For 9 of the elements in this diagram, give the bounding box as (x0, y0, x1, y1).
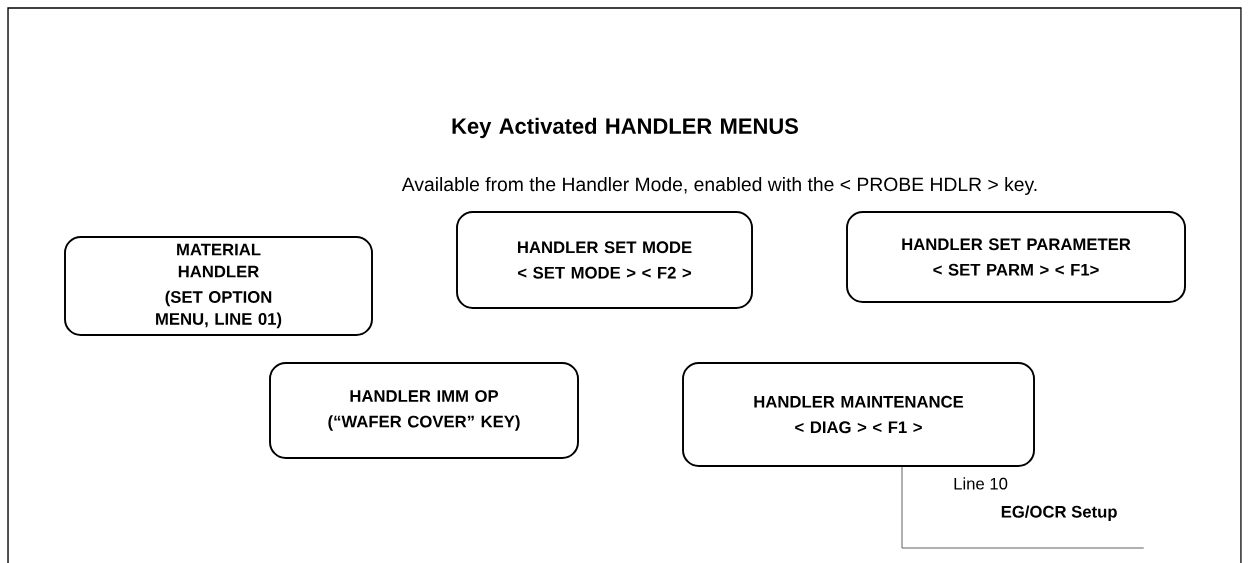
menu-box: MATERIAL HANDLER (SET OPTION MENU, LINE 01) (64, 236, 373, 336)
title: Key Activated HANDLER MENUS (452, 117, 798, 139)
subtitle: Available from the Handler Mode, enabled with the < PROBE HDLR > key. (401, 177, 1037, 195)
menu-box: HANDLER SET PARAMETER < SET PARM > < F1> (846, 211, 1186, 303)
connector-line (901, 466, 1145, 549)
menu-box: HANDLER SET MODE < SET MODE > < F2 > (456, 211, 753, 309)
menu-box: HANDLER IMM OP (“WAFER COVER” KEY) (269, 362, 579, 459)
setup-note: Line 10 EG/OCR Setup (954, 477, 1117, 521)
menu-box: HANDLER MAINTENANCE < DIAG > < F1 > (682, 362, 1035, 467)
